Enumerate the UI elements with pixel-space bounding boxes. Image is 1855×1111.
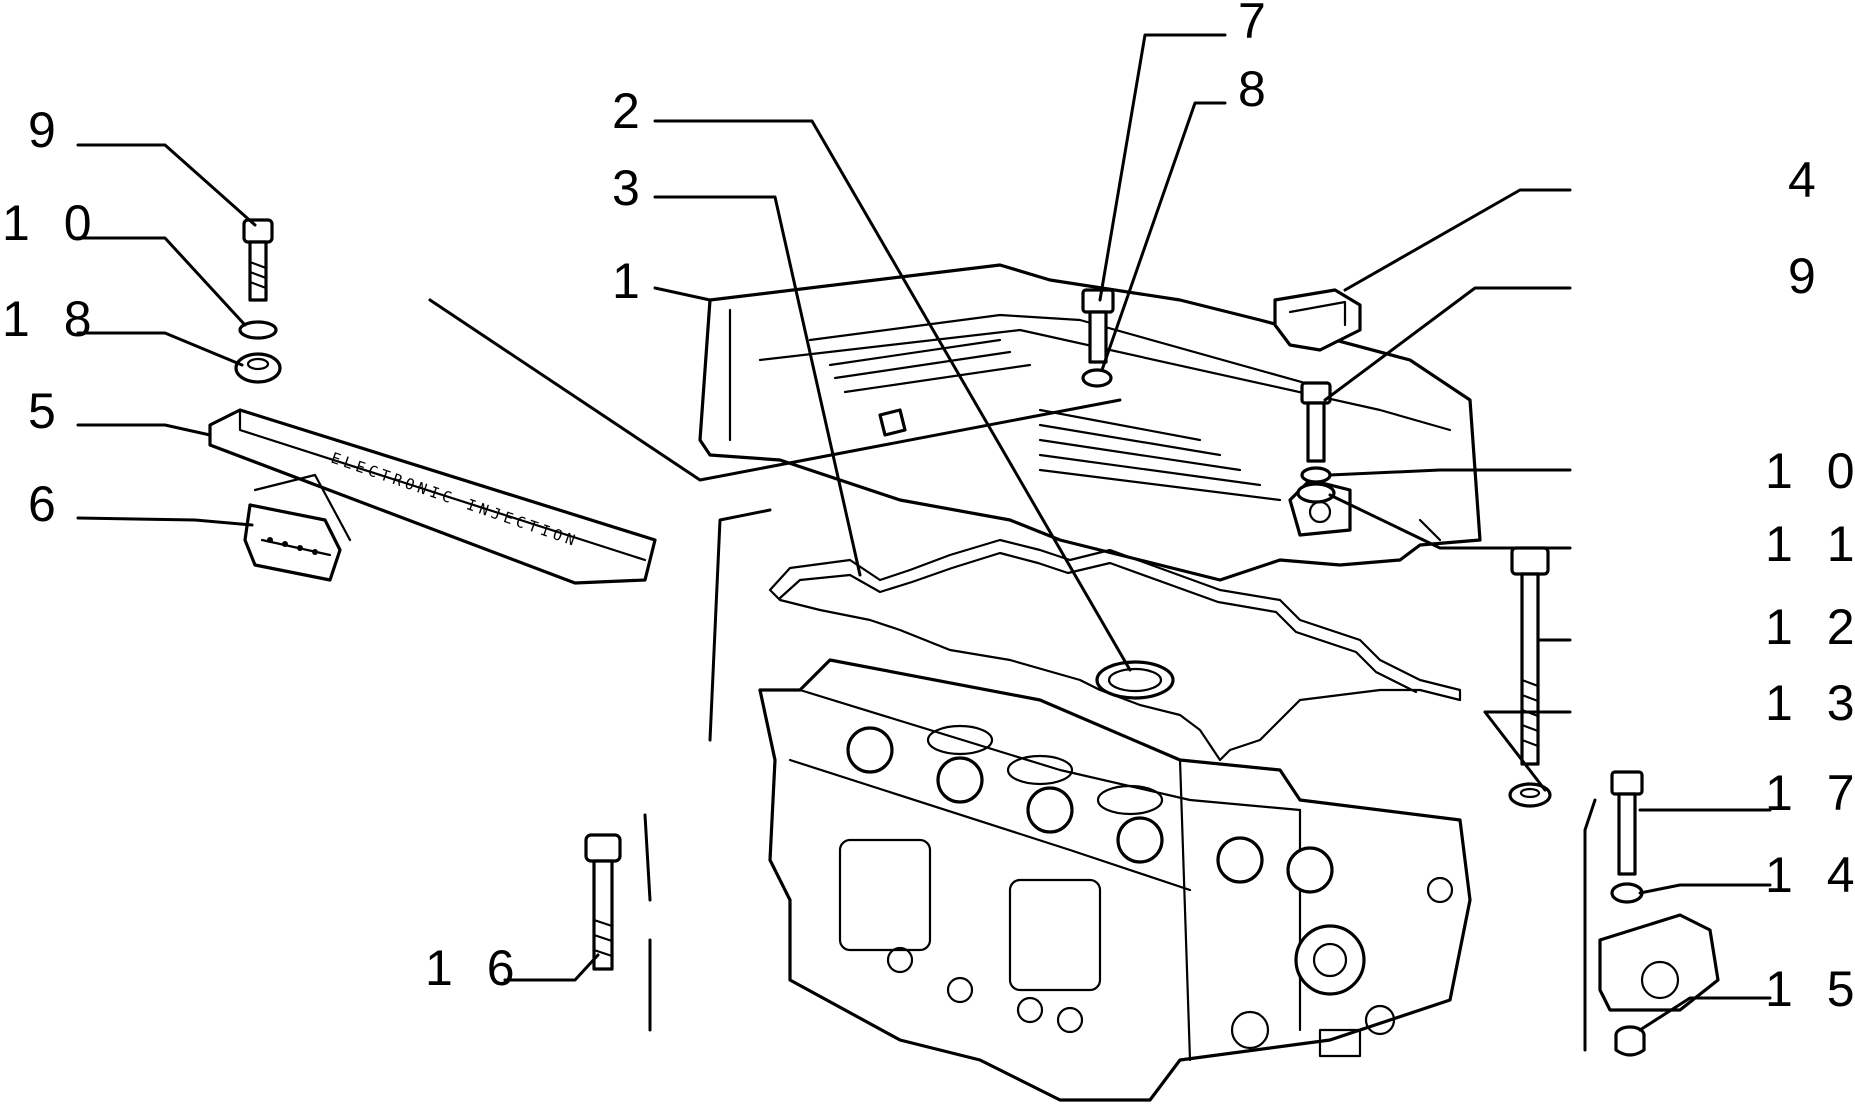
bolt-16 (584, 833, 622, 971)
dowel-15 (1614, 1025, 1646, 1057)
label-16: 1 6 (425, 940, 525, 996)
label-7: 7 (1238, 0, 1276, 49)
label-9-left: 9 (28, 102, 66, 158)
label-3: 3 (612, 160, 650, 216)
label-18: 1 8 (2, 291, 102, 347)
leader-lines (76, 33, 1772, 1032)
label-4: 4 (1788, 152, 1826, 208)
label-15: 1 5 (1765, 961, 1855, 1017)
label-10-left: 1 0 (2, 195, 102, 251)
cam-bearing-cap (1598, 913, 1720, 1012)
oil-seal (1095, 660, 1175, 700)
label-17: 1 7 (1765, 765, 1855, 821)
washer-10-right (1300, 466, 1332, 484)
bolt-9-right (1300, 381, 1332, 463)
rocker-cover (698, 263, 1482, 582)
cap-4 (1273, 288, 1362, 352)
label-12: 1 2 (1765, 599, 1855, 655)
bolt-7 (1081, 288, 1115, 364)
bracket-right (1583, 798, 1597, 1052)
group-line-upper (428, 298, 1122, 482)
callout-labels: 9 1 0 1 8 5 6 1 2 3 7 8 4 9 1 0 1 1 1 2 … (2, 0, 1855, 1017)
label-9-right: 9 (1788, 248, 1826, 304)
cylinder-head (758, 658, 1472, 1102)
label-6: 6 (28, 476, 66, 532)
grommet-11 (1296, 482, 1336, 504)
label-1: 1 (612, 253, 650, 309)
label-2: 2 (612, 83, 650, 139)
label-14: 1 4 (1765, 847, 1855, 903)
group-line-left (708, 508, 772, 742)
label-13: 1 3 (1765, 675, 1855, 731)
rocker-cover-gasket (768, 538, 1462, 762)
head-bolt-12 (1510, 546, 1550, 766)
bracket-left-16 (643, 813, 652, 1032)
label-10-right: 1 0 (1765, 443, 1855, 499)
washer-10-left (238, 320, 278, 340)
label-11: 1 1 (1765, 516, 1855, 572)
washer-8 (1081, 368, 1113, 388)
washer-14 (1610, 882, 1644, 904)
label-8: 8 (1238, 61, 1276, 117)
bolt-9-left (242, 218, 274, 302)
washer-13 (1508, 782, 1552, 808)
spacer-18-left (234, 352, 282, 384)
grommet-plug (243, 473, 352, 582)
bolt-17 (1610, 770, 1644, 876)
label-5: 5 (28, 383, 66, 439)
